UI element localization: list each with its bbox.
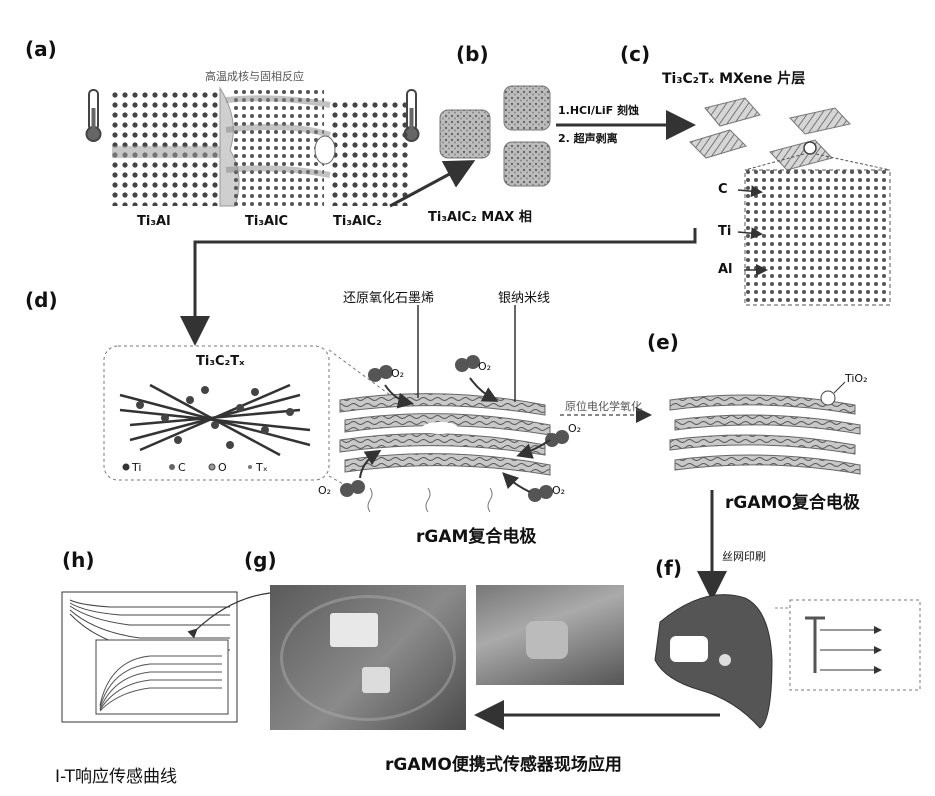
field-photo-sensor xyxy=(270,585,466,730)
a-caption: 高温成核与固相反应 xyxy=(205,68,304,84)
o2-label: O₂ xyxy=(478,360,491,373)
panel-label-c: (c) xyxy=(620,42,650,66)
portable-sensor-device xyxy=(655,595,772,728)
rgam-electrode-stack xyxy=(340,394,550,475)
it-caption: I-T响应传感曲线 xyxy=(55,762,177,787)
legend-c: C xyxy=(178,461,186,474)
inset-title: Ti₃C₂Tₓ xyxy=(196,354,244,369)
o2-label: O₂ xyxy=(568,422,581,435)
panel-label-g: (g) xyxy=(244,548,277,572)
label-max-phase: Ti₃AlC₂ MAX 相 xyxy=(428,206,532,225)
o2-molecule xyxy=(368,365,393,382)
field-app-caption: rGAMO便携式传感器现场应用 xyxy=(385,750,622,775)
o2-molecule xyxy=(528,485,553,502)
rgamo-electrode-stack xyxy=(670,391,860,474)
panel-label-d: (d) xyxy=(25,288,58,312)
screen-print-label: 丝网印刷 xyxy=(722,548,766,564)
o2-molecule xyxy=(340,480,365,497)
process-label: 原位电化学氧化 xyxy=(565,398,642,414)
o2-label: O₂ xyxy=(318,484,331,497)
panel-label-e: (e) xyxy=(647,330,679,354)
thermometer-icon xyxy=(87,90,101,141)
mxene-sheets xyxy=(690,98,850,170)
panel-label-b: (b) xyxy=(456,42,489,66)
ti3alc-lattice xyxy=(232,88,324,206)
ti3alc2-lattice xyxy=(330,100,410,206)
max-particle xyxy=(504,86,550,130)
panel-label-a: (a) xyxy=(25,37,57,61)
panel-label-f: (f) xyxy=(655,556,682,580)
legend-o: O xyxy=(218,461,227,474)
max-particle xyxy=(504,142,550,186)
o2-label: O₂ xyxy=(391,367,404,380)
label-ti3al: Ti₃Al xyxy=(137,214,171,229)
step-ultrasonic: 2. 超声剥离 xyxy=(558,130,618,146)
arrow-c-to-d xyxy=(195,228,695,340)
label-ti3alc2: Ti₃AlC₂ xyxy=(333,214,382,229)
o2-molecule xyxy=(455,355,480,372)
legend-ti: Ti xyxy=(132,461,141,474)
it-response-chart xyxy=(62,592,237,722)
label-ti3alc: Ti₃AlC xyxy=(245,214,288,229)
atom-al-label: Al xyxy=(718,262,733,277)
field-photo-hand xyxy=(476,585,624,685)
atom-c-label: C xyxy=(718,182,728,197)
mxene-zoom-box xyxy=(745,154,890,305)
panel-label-h: (h) xyxy=(62,548,95,572)
rgamo-caption: rGAMO复合电极 xyxy=(725,488,860,513)
max-particle xyxy=(440,110,490,158)
tio2-label: TiO₂ xyxy=(845,372,868,385)
legend-tx: Tₓ xyxy=(256,461,268,474)
electrode-zoom-box xyxy=(790,600,920,690)
step-etch: 1.HCl/LiF 刻蚀 xyxy=(558,102,639,118)
o2-label: O₂ xyxy=(552,484,565,497)
rgam-caption: rGAM复合电极 xyxy=(416,522,536,547)
label-rgo: 还原氧化石墨烯 xyxy=(343,287,434,306)
atom-ti-label: Ti xyxy=(718,224,731,239)
mxene-title: Ti₃C₂Tₓ MXene 片层 xyxy=(662,68,805,88)
label-agnw: 银纳米线 xyxy=(498,287,550,306)
